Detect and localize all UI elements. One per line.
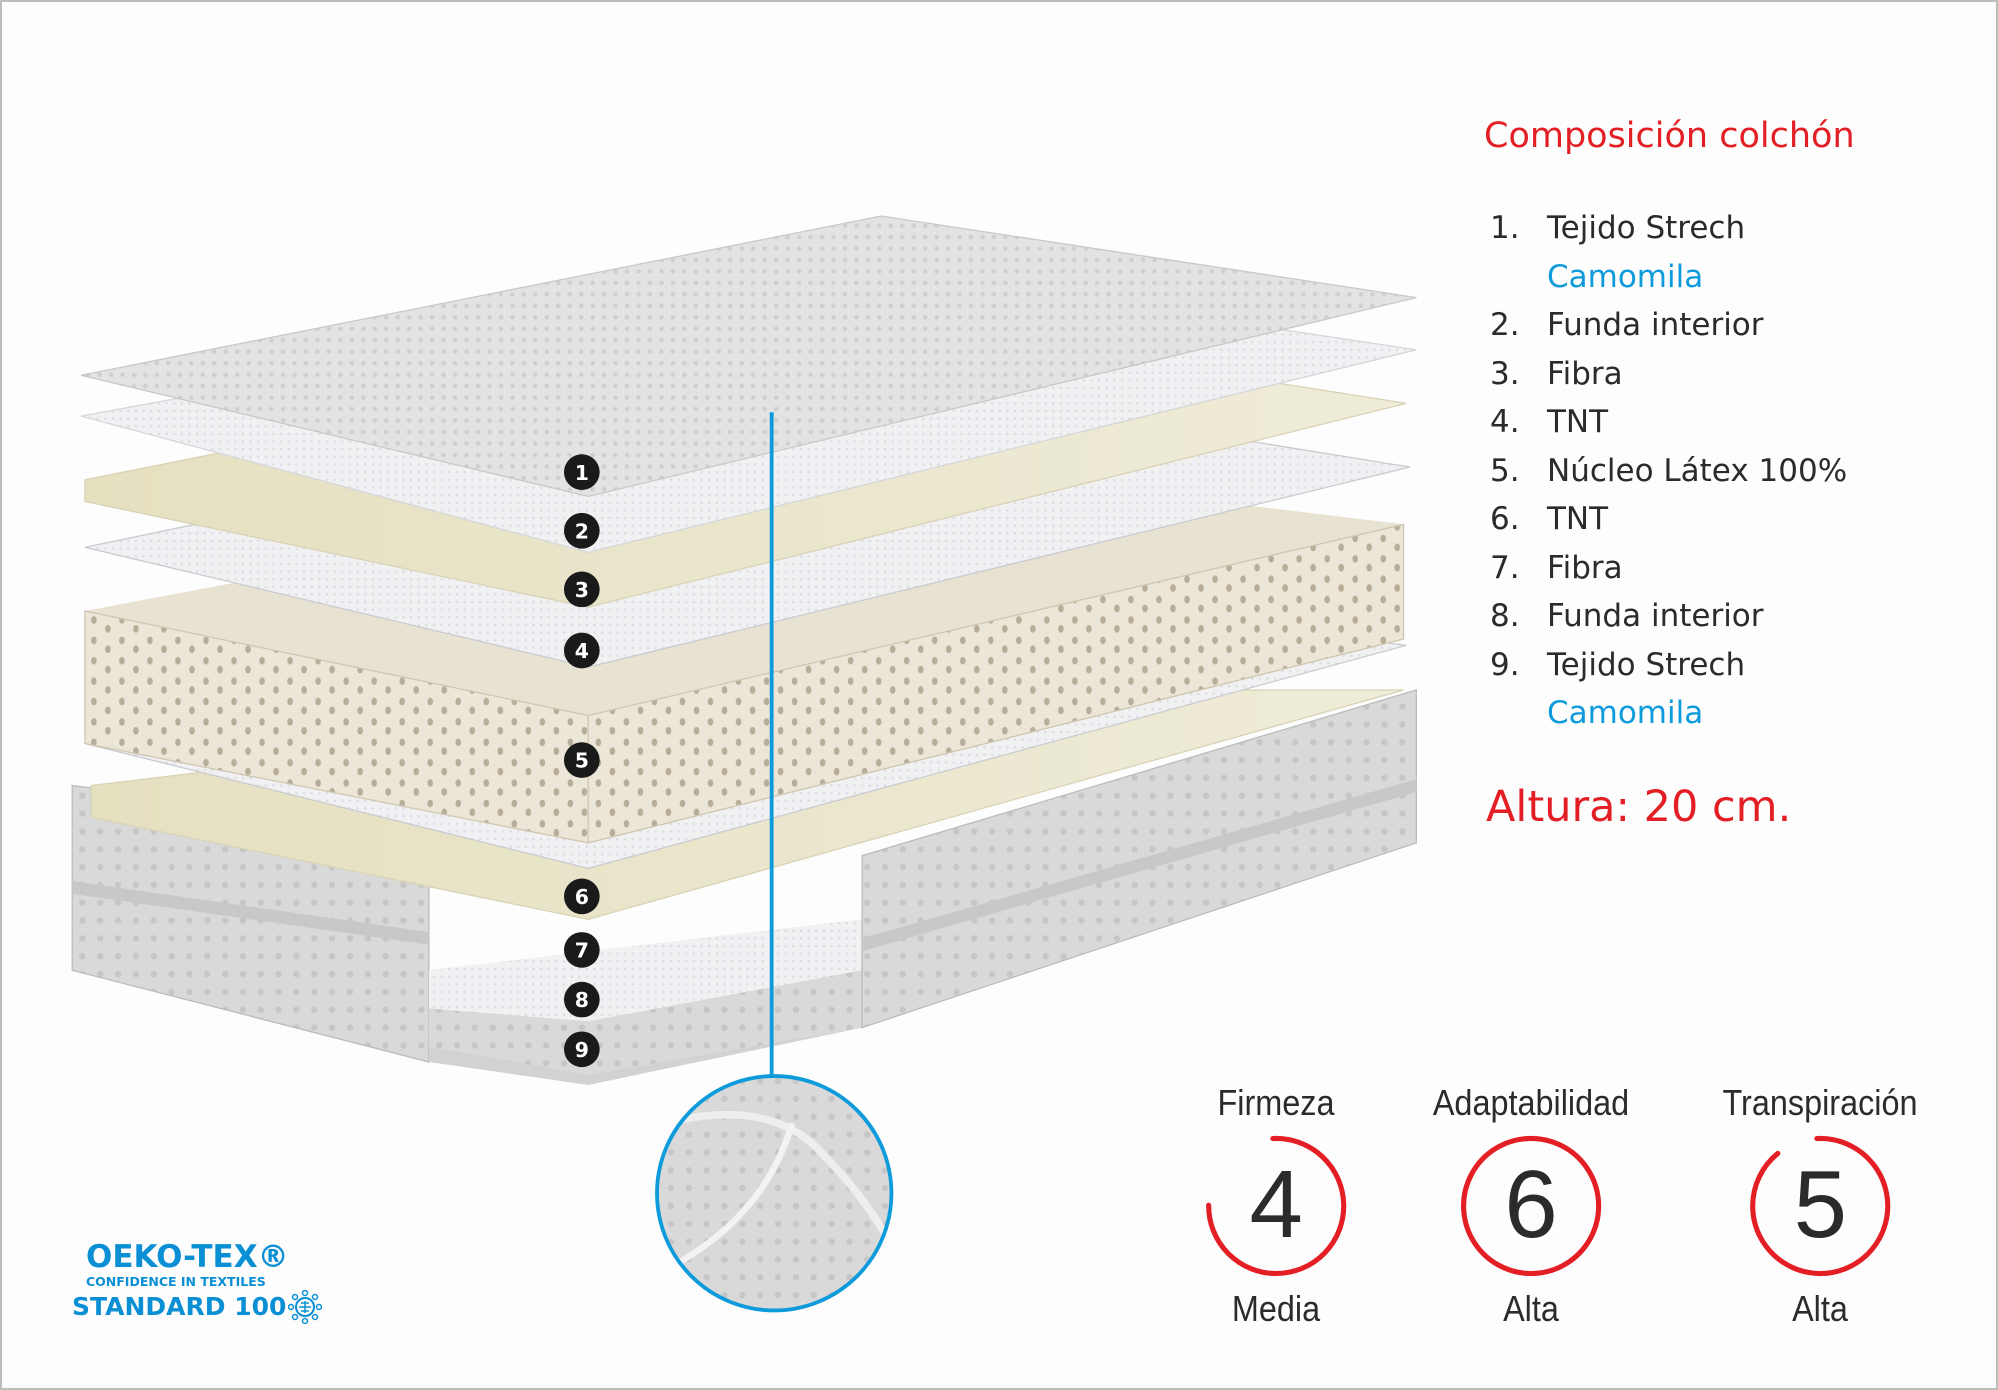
gauge-arc	[1750, 1135, 1891, 1277]
list-item-number: 7.	[1490, 549, 1520, 586]
list-item-number: 5.	[1490, 452, 1520, 489]
layer-badge-1: 1	[563, 454, 600, 490]
gauge-value: 5	[1793, 1151, 1848, 1258]
layer-badge-number: 2	[575, 519, 589, 543]
gauge-value: 4	[1249, 1151, 1303, 1258]
layer-badge-5: 5	[563, 742, 600, 778]
layer-badge-number: 8	[575, 988, 589, 1012]
layer-badge-7: 7	[563, 932, 600, 968]
list-item-number: 6.	[1490, 501, 1520, 537]
list-item-label: TNT	[1547, 501, 1609, 537]
list-item-number: 2.	[1490, 307, 1520, 343]
layer-badge-number: 4	[575, 639, 589, 663]
oeko-tex-logo: OEKO-TEX® CONFIDENCE IN TEXTILES STANDAR…	[72, 1240, 362, 1324]
gauge-level: Alta	[1503, 1288, 1559, 1329]
list-item-number: 1.	[1490, 210, 1520, 246]
layer-badge-9: 9	[563, 1031, 600, 1068]
gauge-title: Adaptabilidad	[1432, 1082, 1630, 1123]
layer-badge-8: 8	[563, 981, 600, 1018]
layer-badge-number: 1	[575, 461, 589, 485]
list-item-label: Fibra	[1547, 355, 1623, 392]
layer-badge-number: 9	[575, 1038, 589, 1062]
mattress-height: Altura: 20 cm.	[1486, 782, 1792, 832]
list-item-sublabel: Camomila	[1547, 258, 1704, 295]
layer-badge-number: 6	[575, 885, 589, 909]
layer-badge-6: 6	[563, 878, 600, 915]
list-item-number: 8.	[1490, 598, 1520, 634]
list-item-sublabel: Camomila	[1547, 695, 1704, 731]
layer-1-top-fabric	[80, 215, 1417, 497]
layer-badge-number: 5	[575, 749, 589, 773]
list-item-label: Tejido Strech	[1547, 210, 1746, 246]
list-item-label: Funda interior	[1547, 307, 1764, 343]
gauge-arc	[1206, 1135, 1347, 1277]
layer-9-fabric	[428, 970, 863, 1075]
layer-badge-4: 4	[563, 632, 600, 669]
oeko-tex-emblem-icon	[288, 1290, 323, 1324]
gauge-level: Media	[1232, 1288, 1321, 1329]
layer-badge-3: 3	[563, 571, 600, 608]
layer-badge-number: 7	[575, 939, 589, 963]
gauge-level: Alta	[1792, 1288, 1849, 1329]
layer-badge-2: 2	[563, 512, 600, 549]
oeko-tex-name: OEKO-TEX®	[86, 1239, 289, 1275]
bottom-cover-right	[861, 689, 1417, 1029]
gauge-value: 6	[1504, 1151, 1558, 1258]
layer-badge-number: 3	[575, 578, 589, 602]
list-item-label: Tejido Strech	[1547, 646, 1746, 683]
list-item-label: Funda interior	[1547, 598, 1764, 634]
fabric-detail-magnifier	[655, 1074, 894, 1313]
oeko-tex-standard: STANDARD 100	[72, 1292, 287, 1321]
list-item-number: 4.	[1490, 404, 1520, 440]
list-item-label: Fibra	[1547, 549, 1623, 586]
layer-8-inner-cover	[428, 919, 863, 1022]
list-item-number: 9.	[1490, 646, 1520, 683]
oeko-tex-tagline: CONFIDENCE IN TEXTILES	[86, 1274, 266, 1289]
gauge-title: Transpiración	[1722, 1082, 1918, 1123]
composition-title: Composición colchón	[1484, 116, 1855, 156]
list-item-number: 3.	[1490, 355, 1520, 392]
gauge-title: Firmeza	[1217, 1082, 1335, 1123]
list-item-label: TNT	[1547, 404, 1609, 440]
list-item-label: Núcleo Látex 100%	[1547, 452, 1848, 489]
